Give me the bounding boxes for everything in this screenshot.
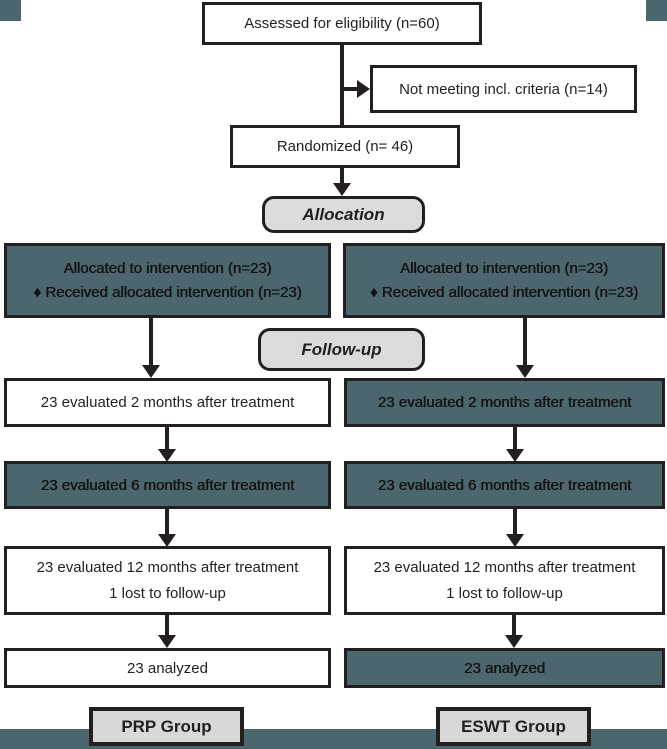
arrow-down-eswt-2m [516,318,534,378]
allocation-box-prp: Allocated to intervention (n=23) ♦ Recei… [4,243,331,318]
arrow-down-prp-12m [158,509,176,547]
stage-followup-label: Follow-up [301,339,382,359]
received-line2: ♦ Received allocated intervention (n=23) [369,283,639,301]
eval-2m-box-eswt: 23 evaluated 2 months after treatment [344,378,665,427]
eval-2m-label: 23 evaluated 2 months after treatment [377,394,632,411]
eval-6m-label: 23 evaluated 6 months after treatment [40,476,295,494]
corner-accent-top-left [0,0,21,21]
eval-6m-box-eswt: 23 evaluated 6 months after treatment [344,461,665,509]
corner-accent-top-right [646,0,667,21]
group-label-prp: PRP Group [89,707,244,746]
assessed-label: Assessed for eligibility (n=60) [244,15,440,32]
group-name: PRP Group [121,716,212,736]
analyzed-label: 23 analyzed [464,659,545,677]
randomized-label: Randomized (n= 46) [276,138,414,155]
assessed-box: Assessed for eligibility (n=60) [202,2,482,45]
eval-6m-label: 23 evaluated 6 months after treatment [377,476,632,494]
arrow-down-eswt-12m [506,509,524,547]
allocated-line1: Allocated to intervention (n=23) [63,259,272,277]
allocated-line1: Allocated to intervention (n=23) [399,259,609,277]
stage-followup: Follow-up [258,328,425,371]
randomized-box: Randomized (n= 46) [230,125,460,168]
stage-allocation-label: Allocation [302,204,385,224]
analyzed-box-prp: 23 analyzed [4,648,331,688]
eval-6m-box-prp: 23 evaluated 6 months after treatment [4,461,331,509]
group-label-eswt: ESWT Group [436,707,591,746]
not-meeting-box: Not meeting incl. criteria (n=14) [370,65,637,113]
lost-followup-label: 1 lost to follow-up [446,584,563,602]
not-meeting-label: Not meeting incl. criteria (n=14) [399,80,608,98]
arrow-down-prp-analyzed [158,615,176,648]
connector-assessed-randomized [340,45,344,125]
eval-12m-box-eswt: 23 evaluated 12 months after treatment 1… [344,546,665,615]
arrow-right-excluded [342,80,370,98]
arrow-down-eswt-analyzed [505,615,523,648]
eval-2m-label: 23 evaluated 2 months after treatment [40,394,295,411]
analyzed-label: 23 analyzed [127,659,208,677]
stage-allocation: Allocation [262,196,425,233]
group-name: ESWT Group [461,716,566,736]
received-line2: ♦ Received allocated intervention (n=23) [33,283,302,301]
eval-12m-box-prp: 23 evaluated 12 months after treatment 1… [4,546,331,615]
arrow-down-eswt-6m [506,427,524,462]
eval-2m-box-prp: 23 evaluated 2 months after treatment [4,378,331,427]
lost-followup-label: 1 lost to follow-up [109,584,226,602]
arrow-down-prp-6m [158,427,176,462]
analyzed-box-eswt: 23 analyzed [344,648,665,688]
eval-12m-label: 23 evaluated 12 months after treatment [36,558,299,576]
arrow-down-prp-2m [142,318,160,378]
allocation-box-eswt: Allocated to intervention (n=23) ♦ Recei… [343,243,665,318]
arrow-down-to-allocation [333,168,351,196]
eval-12m-label: 23 evaluated 12 months after treatment [373,558,636,576]
